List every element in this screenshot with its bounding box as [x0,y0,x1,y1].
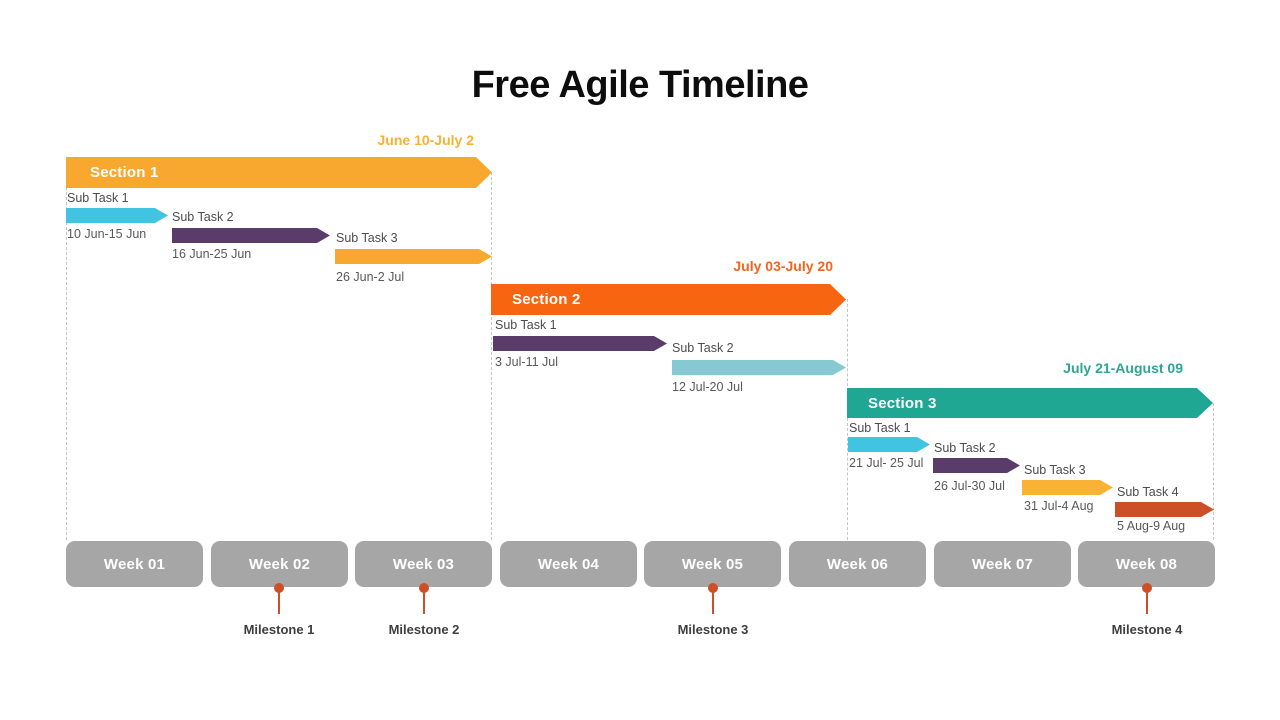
milestone3-line [712,590,714,614]
section1-label: Section 1 [90,164,159,181]
section1-task3-label: Sub Task 3 [336,231,398,245]
section1-task2-bar [172,228,330,243]
week-pill-05: Week 05 [644,541,781,587]
section1-start-guide [66,187,67,540]
section3-task1-bar [848,437,930,452]
section2-date-range: July 03-July 20 [733,258,833,274]
section1-date-range: June 10-July 2 [377,132,475,148]
milestone3-dot-icon [708,583,718,593]
week-pill-07: Week 07 [934,541,1071,587]
section2-label: Section 2 [512,291,581,308]
section3-end-guide [1213,403,1214,540]
week-pill-08: Week 08 [1078,541,1215,587]
section1-task1-dates: 10 Jun-15 Jun [67,227,147,241]
milestone4-label: Milestone 4 [1111,622,1183,637]
week-pill-02: Week 02 [211,541,348,587]
week-pill-06: Week 06 [789,541,926,587]
section2-task1-dates: 3 Jul-11 Jul [495,355,558,369]
section3-task3-label: Sub Task 3 [1024,463,1086,477]
section1-end-guide [491,172,492,540]
section3-label: Section 3 [868,394,937,412]
section2-task2-dates: 12 Jul-20 Jul [672,380,743,394]
section1-task2-label: Sub Task 2 [172,210,234,224]
section1-bar: Section 1 [66,157,492,188]
section3-task4-dates: 5 Aug-9 Aug [1117,519,1186,533]
milestone3-label: Milestone 3 [677,622,749,637]
section1-task1-bar [66,208,168,223]
section1-task3-dates: 26 Jun-2 Jul [336,270,405,284]
section2-task1-bar [493,336,667,351]
section3-task1-dates: 21 Jul- 25 Jul [849,456,924,470]
section3-bar: Section 3 [847,388,1213,418]
section3-task2-label: Sub Task 2 [934,441,996,455]
milestone2-label: Milestone 2 [388,622,460,637]
section3-task4-label: Sub Task 4 [1117,485,1179,499]
week-pill-03: Week 03 [355,541,492,587]
section3-date-range: July 21-August 09 [1063,360,1183,376]
week-pill-04: Week 04 [500,541,637,587]
section2-task2-label: Sub Task 2 [672,341,734,355]
section3-task3-dates: 31 Jul-4 Aug [1024,499,1094,513]
section3-task2-dates: 26 Jul-30 Jul [934,479,1005,493]
milestone1-line [278,590,280,614]
section2-task2-bar [672,360,846,375]
section1-task2-dates: 16 Jun-25 Jun [172,247,252,261]
page-title: Free Agile Timeline [471,64,809,106]
milestone2-line [423,590,425,614]
section3-task2-bar [933,458,1020,473]
milestone4-dot-icon [1142,583,1152,593]
milestone1-dot-icon [274,583,284,593]
milestone2-dot-icon [419,583,429,593]
milestone1-label: Milestone 1 [243,622,315,637]
milestone4-line [1146,590,1148,614]
section3-task4-bar [1115,502,1214,517]
section3-task1-label: Sub Task 1 [849,421,911,435]
week-pill-01: Week 01 [66,541,203,587]
section1-task3-bar [335,249,492,264]
section2-end-guide [847,299,848,540]
section2-bar: Section 2 [491,284,846,315]
section1-task1-label: Sub Task 1 [67,191,129,205]
section3-task3-bar [1022,480,1113,495]
section2-task1-label: Sub Task 1 [495,318,557,332]
